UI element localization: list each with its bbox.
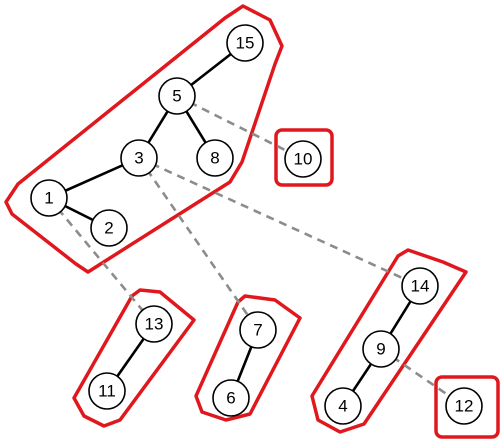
- node-11: 11: [88, 372, 126, 410]
- node-15-label: 15: [236, 34, 255, 53]
- node-10-label: 10: [294, 150, 313, 169]
- node-2-label: 2: [104, 219, 113, 238]
- cluster-main-outline: [4, 4, 284, 274]
- link-edge-5-10: [176, 94, 304, 161]
- node-6-label: 6: [226, 389, 235, 408]
- node-7: 7: [239, 311, 277, 349]
- cluster-14-9-4-outline: [310, 248, 468, 434]
- node-9: 9: [362, 330, 400, 368]
- node-4: 4: [324, 387, 362, 425]
- node-11-label: 11: [98, 382, 116, 401]
- cluster-12-outline: [434, 375, 500, 439]
- node-4-label: 4: [338, 397, 347, 416]
- cluster-7-6-outline: [194, 294, 302, 422]
- node-2: 2: [90, 209, 128, 247]
- cluster-13-11-outline: [72, 288, 196, 428]
- node-12-label: 12: [455, 397, 474, 416]
- node-5-label: 5: [172, 87, 181, 106]
- node-1: 1: [30, 179, 68, 217]
- node-14: 14: [401, 267, 439, 305]
- node-13: 13: [135, 305, 173, 343]
- node-9-label: 9: [376, 340, 385, 359]
- node-8-label: 8: [210, 149, 219, 168]
- node-1-label: 1: [44, 189, 53, 208]
- node-5: 5: [158, 77, 196, 115]
- node-10: 10: [284, 140, 322, 178]
- link-edges: [48, 94, 465, 408]
- node-13-label: 13: [145, 315, 164, 334]
- node-12: 12: [445, 387, 483, 425]
- link-edge-3-14: [138, 156, 421, 288]
- node-14-label: 14: [411, 277, 430, 296]
- node-15: 15: [226, 24, 264, 62]
- nodes: 15 5 3 8 1 2 10 13: [30, 24, 483, 425]
- node-8: 8: [196, 139, 234, 177]
- cluster-outlines: [4, 4, 500, 439]
- node-6: 6: [212, 379, 250, 417]
- cluster-10-outline: [274, 128, 334, 187]
- link-edge-3-7: [137, 157, 260, 331]
- node-3: 3: [120, 139, 158, 177]
- node-7-label: 7: [253, 321, 262, 340]
- node-3-label: 3: [134, 149, 143, 168]
